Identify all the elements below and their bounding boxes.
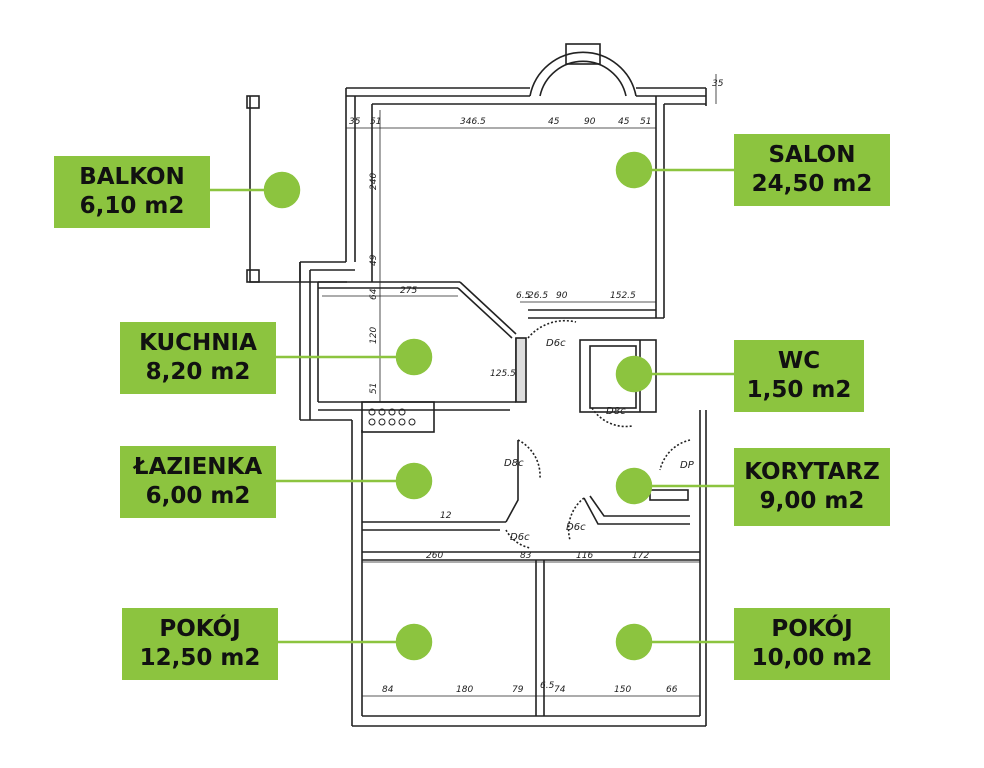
room-name: KORYTARZ bbox=[744, 459, 880, 485]
room-label-lazienka: ŁAZIENKA 6,00 m2 bbox=[120, 446, 276, 518]
room-area: 8,20 m2 bbox=[145, 359, 251, 385]
room-area: 12,50 m2 bbox=[139, 645, 261, 671]
room-name: KUCHNIA bbox=[139, 330, 257, 356]
door-label-5: D6c bbox=[566, 522, 586, 533]
dim-left-2: 49 bbox=[369, 254, 379, 266]
dim-bottom-5: 74 bbox=[554, 685, 566, 695]
room-label-kuchnia: KUCHNIA 8,20 m2 bbox=[120, 322, 276, 394]
room-name: POKÓJ bbox=[159, 616, 241, 642]
room-label-salon: SALON 24,50 m2 bbox=[734, 134, 890, 206]
marker-pokoj1 bbox=[395, 623, 433, 661]
room-name: WC bbox=[777, 348, 821, 374]
marker-lazienka bbox=[395, 462, 433, 500]
room-name: ŁAZIENKA bbox=[133, 454, 263, 480]
marker-salon bbox=[615, 151, 653, 189]
room-area: 6,00 m2 bbox=[145, 483, 251, 509]
dim-bottom-7: 66 bbox=[666, 685, 678, 695]
bay-window bbox=[529, 51, 637, 97]
door-label-6: DP bbox=[680, 460, 695, 471]
room-name: SALON bbox=[768, 142, 856, 168]
dim-corridor-4: 152.5 bbox=[610, 291, 636, 301]
door-label-4: D6c bbox=[510, 532, 530, 543]
room-name: POKÓJ bbox=[771, 616, 853, 642]
dim-mid-3: 116 bbox=[576, 551, 593, 561]
marker-balkon bbox=[263, 171, 301, 209]
room-area: 9,00 m2 bbox=[759, 488, 865, 514]
dim-top-2: 51 bbox=[370, 117, 381, 127]
dim-left-1: 240 bbox=[369, 173, 379, 190]
room-area: 24,50 m2 bbox=[751, 171, 873, 197]
dim-top-4: 45 bbox=[548, 117, 560, 127]
room-name: BALKON bbox=[79, 164, 185, 190]
dim-corridor-2: 26.5 bbox=[528, 291, 548, 301]
dim-left-4: 120 bbox=[369, 327, 379, 344]
dim-corridor-1: 6.5 bbox=[516, 291, 531, 301]
dim-top-6: 45 bbox=[618, 117, 630, 127]
door-label-3: D8c bbox=[504, 458, 524, 469]
room-label-korytarz: KORYTARZ 9,00 m2 bbox=[734, 448, 890, 526]
dim-left-5: 51 bbox=[369, 383, 379, 394]
dim-bath: 12 bbox=[440, 511, 452, 521]
dim-top-5: 90 bbox=[584, 117, 596, 127]
room-label-balkon: BALKON 6,10 m2 bbox=[54, 156, 210, 228]
room-label-pokoj-1: POKÓJ 12,50 m2 bbox=[122, 608, 278, 680]
room-area: 10,00 m2 bbox=[751, 645, 873, 671]
dim-top-3: 346.5 bbox=[460, 117, 486, 127]
dim-mid-4: 172 bbox=[632, 551, 649, 561]
marker-pokoj2 bbox=[615, 623, 653, 661]
dim-top-7: 51 bbox=[640, 117, 651, 127]
dim-top-1: 35 bbox=[349, 117, 361, 127]
marker-wc bbox=[615, 355, 653, 393]
dim-left-3: 64 bbox=[369, 288, 379, 300]
door-label-2: D8c bbox=[606, 406, 626, 417]
room-label-pokoj-2: POKÓJ 10,00 m2 bbox=[734, 608, 890, 680]
dim-right-top: 35 bbox=[712, 79, 724, 89]
dim-mid-2: 83 bbox=[520, 551, 532, 561]
dim-kitchen-right: 125.5 bbox=[490, 369, 516, 379]
room-area: 6,10 m2 bbox=[79, 193, 185, 219]
dim-bottom-3: 79 bbox=[512, 685, 524, 695]
dim-kitchen-top: 275 bbox=[400, 286, 417, 296]
room-label-wc: WC 1,50 m2 bbox=[734, 340, 864, 412]
dim-bottom-1: 84 bbox=[382, 685, 394, 695]
dim-bottom-6: 150 bbox=[614, 685, 631, 695]
marker-korytarz bbox=[615, 467, 653, 505]
dim-corridor-3: 90 bbox=[556, 291, 568, 301]
dim-bottom-4: 6.5 bbox=[540, 681, 555, 691]
dim-mid-1: 260 bbox=[426, 551, 443, 561]
door-label-1: D6c bbox=[546, 338, 566, 349]
marker-kuchnia bbox=[395, 338, 433, 376]
room-area: 1,50 m2 bbox=[746, 377, 852, 403]
dim-bottom-2: 180 bbox=[456, 685, 473, 695]
